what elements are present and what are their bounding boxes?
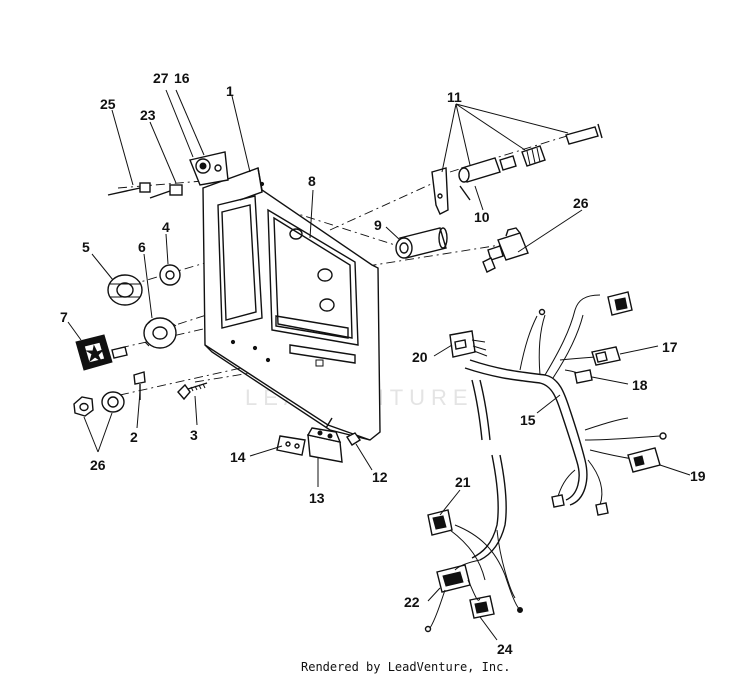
callout-17: 17 <box>662 339 678 355</box>
callout-11: 11 <box>447 89 462 105</box>
callout-13: 13 <box>309 490 325 506</box>
callout-10: 10 <box>474 209 490 225</box>
callout-19: 19 <box>690 468 706 484</box>
left-hardware <box>73 264 208 417</box>
callout-5: 5 <box>82 239 90 255</box>
callout-2: 2 <box>130 429 138 445</box>
callout-8: 8 <box>308 173 316 189</box>
callout-15: 15 <box>520 412 536 428</box>
plunger-switch <box>431 123 603 215</box>
callout-9: 9 <box>374 217 382 233</box>
lower-brackets <box>276 417 362 463</box>
callout-21: 21 <box>455 474 471 490</box>
callout-18: 18 <box>632 377 648 393</box>
callout-24: 24 <box>497 641 513 657</box>
leader-lines <box>67 89 691 641</box>
callout-14: 14 <box>230 449 246 465</box>
callout-16: 16 <box>174 70 190 86</box>
callout-6: 6 <box>138 239 146 255</box>
callout-27: 27 <box>153 70 169 86</box>
callout-26-nut: 26 <box>90 457 106 473</box>
callout-12: 12 <box>372 469 388 485</box>
callout-20: 20 <box>412 349 428 365</box>
dash-panel <box>189 151 381 441</box>
callout-1: 1 <box>226 83 234 99</box>
wiring-harness <box>424 291 667 633</box>
callout-7: 7 <box>60 309 68 325</box>
callout-26-toggle: 26 <box>573 195 589 211</box>
switches <box>395 227 529 273</box>
footer-credit: Rendered by LeadVenture, Inc. <box>301 660 511 674</box>
callouts: 1 2 3 4 5 6 7 8 9 10 11 12 13 14 15 16 1… <box>60 70 706 657</box>
pins <box>107 182 183 199</box>
callout-4: 4 <box>162 219 170 235</box>
callout-3: 3 <box>190 427 198 443</box>
callout-23: 23 <box>140 107 156 123</box>
callout-25: 25 <box>100 96 116 112</box>
callout-22: 22 <box>404 594 420 610</box>
